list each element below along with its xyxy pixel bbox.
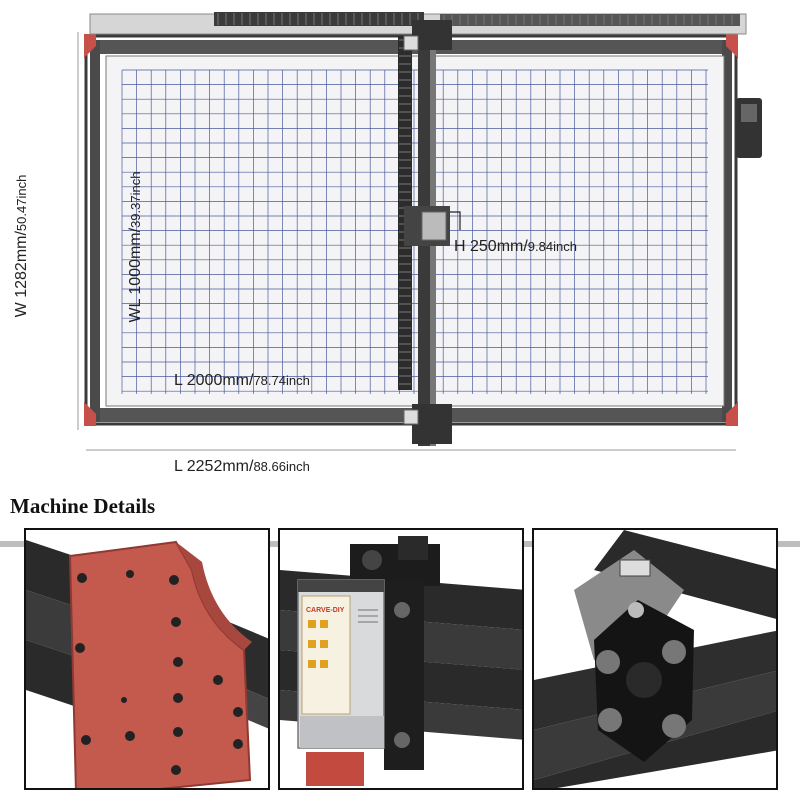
working-width-label: WL 1000mm/39.37inch — [127, 171, 144, 323]
laser-brand: CARVE-DIY — [306, 607, 345, 614]
detail-panel-laser-module: CARVE-DIY — [278, 528, 524, 790]
corner-bracket — [84, 402, 96, 426]
corner-bracket-image — [26, 530, 268, 788]
corner-bracket — [726, 34, 738, 58]
corner-bracket — [84, 34, 96, 58]
working-length-label: L 2000mm/78.74inch — [174, 372, 310, 389]
detail-panel-corner-bracket — [24, 528, 270, 790]
machine-diagram — [77, 12, 762, 451]
width-label: W 1282mm/50.47inch — [13, 174, 30, 318]
length-label: L 2252mm/88.66inch — [174, 458, 310, 475]
gantry-bottom-plate — [412, 404, 452, 444]
honeycomb-grid — [121, 69, 708, 394]
laser-lens — [306, 752, 364, 786]
section-title: Machine Details — [10, 494, 156, 518]
gantry-top-plate — [412, 20, 452, 50]
cable-chain-top — [214, 12, 424, 26]
laser-module-image: CARVE-DIY — [280, 530, 522, 788]
detail-panel-wheel-carriage — [532, 528, 778, 790]
height-label: H 250mm/9.84inch — [454, 238, 577, 255]
corner-bracket — [726, 402, 738, 426]
wheel-carriage-image — [534, 530, 776, 788]
